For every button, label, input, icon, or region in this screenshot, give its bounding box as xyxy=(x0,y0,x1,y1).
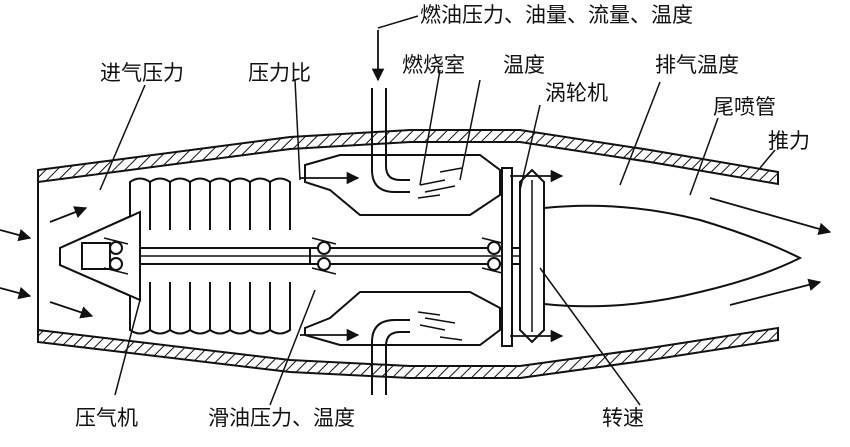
fuel-spray-bottom xyxy=(417,311,463,341)
flow-arrows xyxy=(0,30,832,343)
label-nozzle: 尾喷管 xyxy=(713,95,776,119)
combustor-liner-bottom xyxy=(304,291,501,346)
tail-cone xyxy=(543,204,803,308)
fuel-spray-top xyxy=(417,167,463,199)
leader-lines xyxy=(99,15,776,406)
label-combustor: 燃烧室 xyxy=(402,53,465,77)
label-inlet-pressure: 进气压力 xyxy=(100,61,184,85)
bearing-rear xyxy=(487,241,501,271)
label-lube-oil: 滑油压力、温度 xyxy=(208,406,355,430)
combustor-liner-top xyxy=(304,154,501,216)
label-compressor: 压气机 xyxy=(75,406,138,430)
turbine-stator xyxy=(501,167,513,347)
label-pressure-ratio: 压力比 xyxy=(248,61,311,85)
fuel-pipe-bottom xyxy=(371,319,410,395)
label-speed: 转速 xyxy=(602,406,644,430)
label-temperature: 温度 xyxy=(503,53,545,77)
label-thrust: 推力 xyxy=(768,129,810,153)
casing-bottom-wall xyxy=(37,326,779,379)
label-fuel: 燃油压力、油量、流量、温度 xyxy=(420,3,693,27)
label-turbine: 涡轮机 xyxy=(545,81,608,105)
bearing-front xyxy=(109,241,123,271)
fuel-pipe-top xyxy=(371,88,410,193)
bearing-mid xyxy=(317,241,331,271)
casing-top-wall xyxy=(37,129,779,186)
label-exhaust-temp: 排气温度 xyxy=(655,53,739,77)
